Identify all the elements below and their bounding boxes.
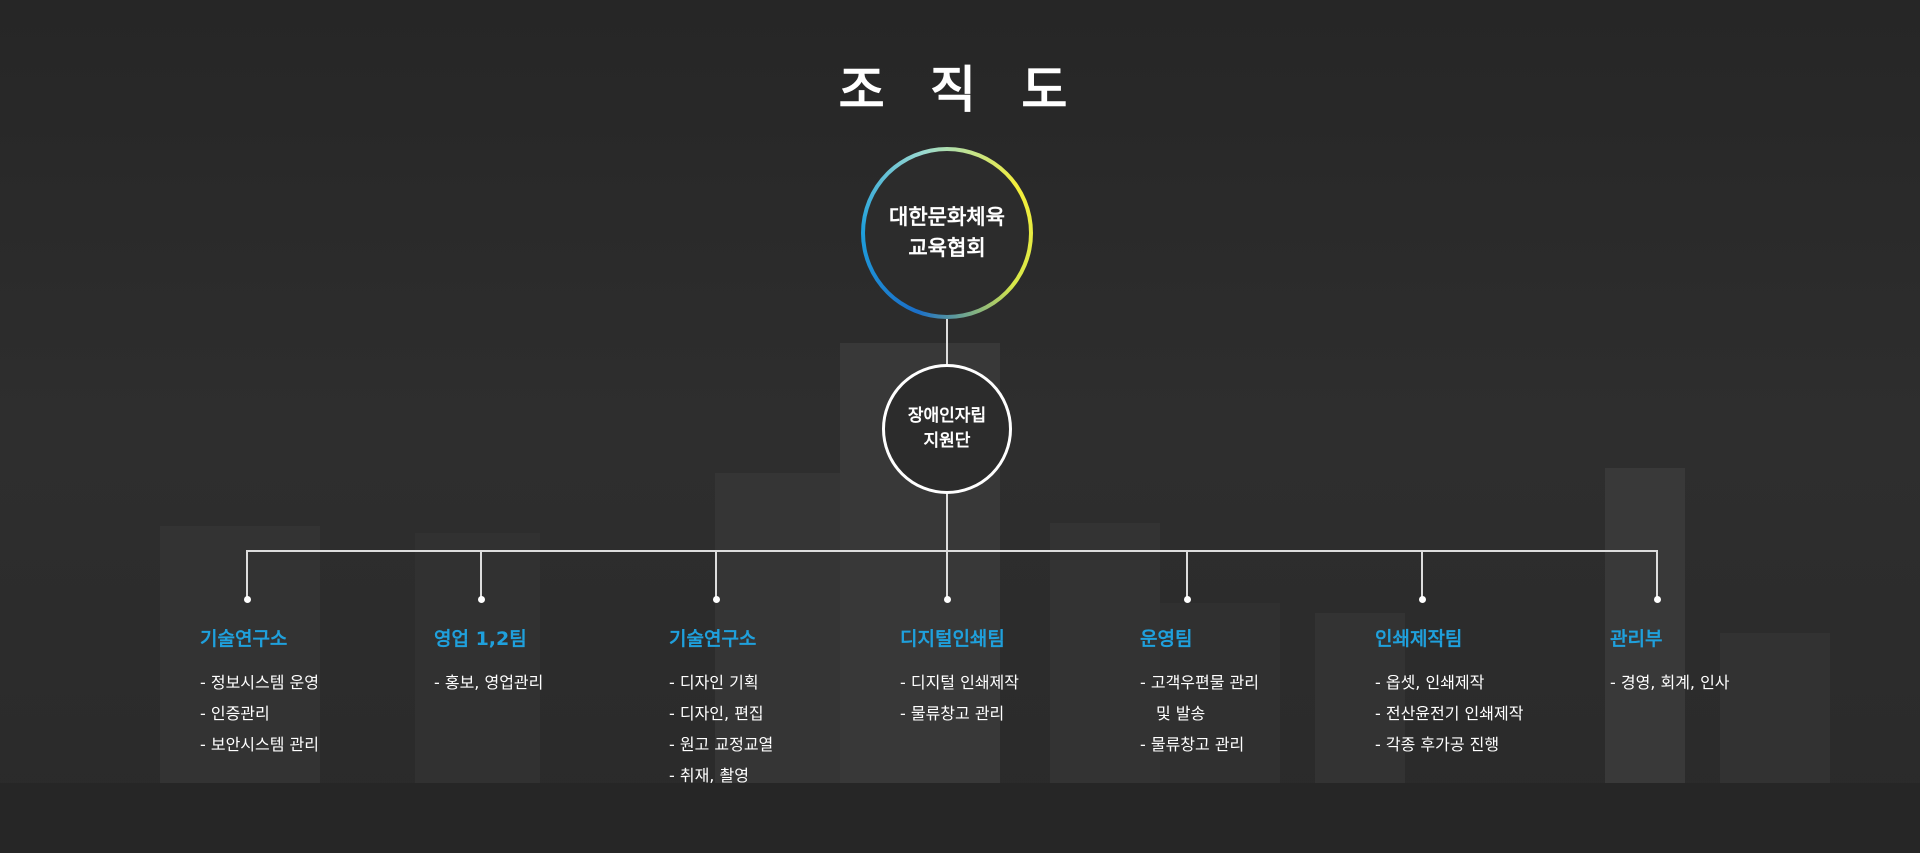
department-duty: - 원고 교정교열 — [669, 735, 774, 754]
branch-connector — [480, 550, 482, 598]
root-line2: 교육협회 — [908, 236, 986, 260]
department-duty: - 정보시스템 운영 — [200, 673, 319, 692]
department-duty: - 경영, 회계, 인사 — [1610, 673, 1730, 692]
department-duty: - 각종 후가공 진행 — [1375, 735, 1500, 754]
department: 관리부 - 경영, 회계, 인사 — [1610, 624, 1730, 698]
department-name: 영업 1,2팀 — [434, 628, 527, 650]
department-name: 관리부 — [1610, 628, 1663, 650]
department-duty: - 인증관리 — [200, 704, 270, 723]
branch-connector — [715, 550, 717, 598]
department-duty: - 디자인, 편집 — [669, 704, 764, 723]
department-duty: - 물류창고 관리 — [1140, 735, 1245, 754]
branch-line — [247, 550, 1658, 552]
department-duty: - 디자인 기획 — [669, 673, 759, 692]
department: 기술연구소 - 디자인 기획 - 디자인, 편집 - 원고 교정교열 - 취재, 촬영 — [669, 624, 773, 791]
department-duty: - 디지털 인쇄제작 — [900, 673, 1019, 692]
department-name: 기술연구소 — [200, 628, 288, 650]
department-duty: - 보안시스템 관리 — [200, 735, 319, 754]
department-name: 디지털인쇄팀 — [900, 628, 1005, 650]
branch-dot — [243, 596, 251, 603]
department: 영업 1,2팀 - 홍보, 영업관리 — [434, 624, 543, 698]
department: 인쇄제작팀 - 옵셋, 인쇄제작 - 전산윤전기 인쇄제작 - 각종 후가공 진행 — [1375, 624, 1523, 760]
branch-connector — [1186, 550, 1188, 598]
department-name: 운영팀 — [1140, 628, 1193, 650]
branch-dot — [1653, 596, 1661, 603]
branch-connector — [946, 550, 948, 598]
branch-dot — [712, 596, 720, 603]
connector-line — [946, 494, 948, 551]
page-title: 조 직 도 — [838, 61, 1082, 119]
department-duty: - 취재, 촬영 — [669, 766, 749, 785]
branch-connector — [1656, 550, 1658, 598]
department-name: 인쇄제작팀 — [1375, 628, 1463, 650]
branch-connector — [246, 550, 248, 598]
sub-line1: 장애인자립 — [907, 406, 987, 426]
branch-dot — [1183, 596, 1191, 603]
branch-dot — [477, 596, 485, 603]
department: 기술연구소 - 정보시스템 운영 - 인증관리 - 보안시스템 관리 — [200, 624, 319, 760]
department-duty: 및 발송 — [1156, 704, 1206, 723]
department-duty: - 고객우편물 관리 — [1140, 673, 1259, 692]
department-name: 기술연구소 — [669, 628, 757, 650]
department-duty: - 물류창고 관리 — [900, 704, 1005, 723]
branch-dot — [1418, 596, 1426, 603]
department-duty: - 홍보, 영업관리 — [434, 673, 544, 692]
department-duty: - 전산윤전기 인쇄제작 — [1375, 704, 1524, 723]
root-line1: 대한문화체육 — [889, 205, 1005, 229]
department-duty: - 옵셋, 인쇄제작 — [1375, 673, 1485, 692]
sub-line2: 지원단 — [923, 431, 971, 451]
branch-dot — [943, 596, 951, 603]
department: 디지털인쇄팀 - 디지털 인쇄제작 - 물류창고 관리 — [900, 624, 1019, 729]
connector-line — [946, 319, 948, 364]
branch-connector — [1421, 550, 1423, 598]
